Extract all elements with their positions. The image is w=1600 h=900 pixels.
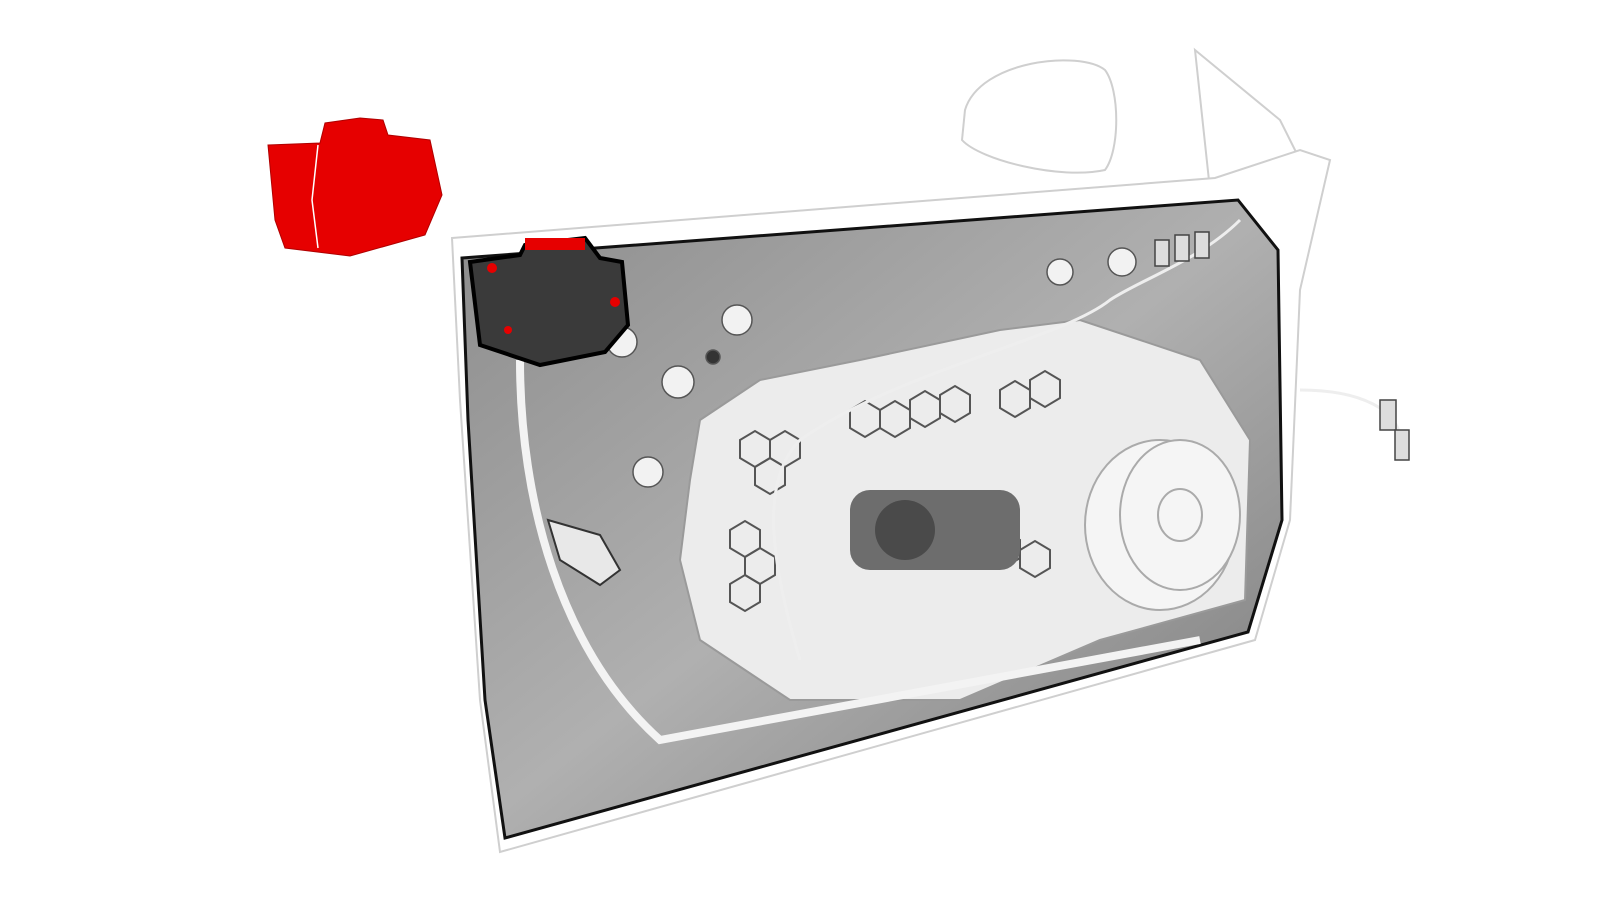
door-speaker <box>1084 439 1241 611</box>
latch-highlight <box>525 238 585 250</box>
latch-bracket <box>467 235 631 368</box>
window-motor <box>850 490 1020 570</box>
fastener-points <box>487 263 620 334</box>
door-handle-bracket <box>546 518 622 587</box>
connectors <box>1154 231 1410 461</box>
trim-piece-edge <box>311 144 319 249</box>
removed-trim-piece <box>267 117 443 257</box>
door-seal-strip <box>516 359 1201 745</box>
